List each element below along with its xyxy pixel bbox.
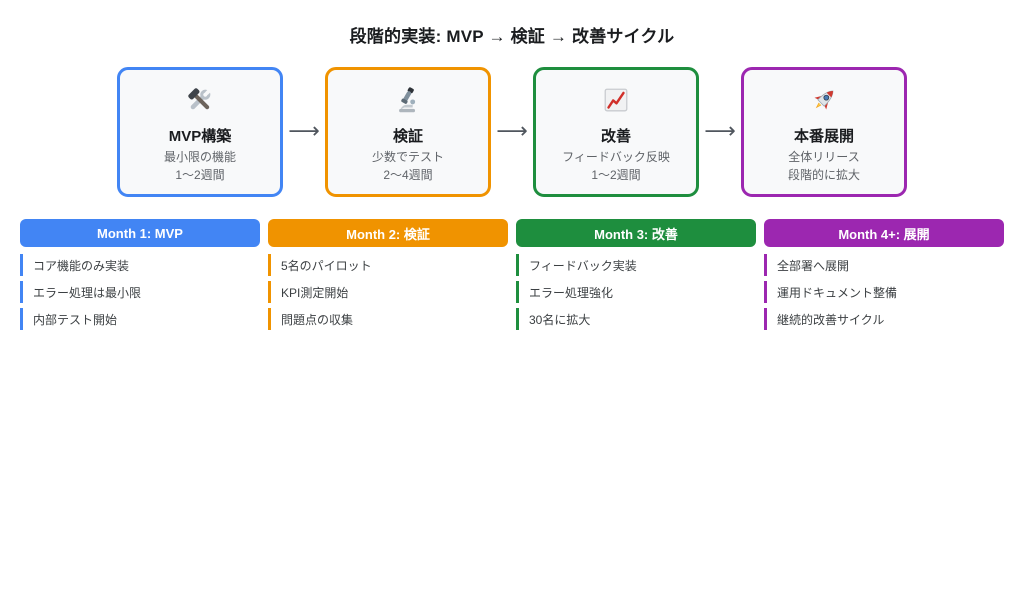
column-item-list: フィードバック実装 エラー処理強化 30名に拡大: [516, 254, 756, 330]
flow-arrow-icon: ⟶: [496, 119, 528, 144]
phase-card-mvp: MVP構築 最小限の機能 1〜2週間: [117, 67, 283, 197]
timeline-column-month3: Month 3: 改善 フィードバック実装 エラー処理強化 30名に拡大: [516, 219, 756, 335]
timeline-item: KPI測定開始: [268, 281, 508, 303]
rocket-icon: [809, 84, 839, 116]
phase-desc: 全体リリース: [788, 150, 860, 164]
phase-desc: 最小限の機能: [163, 150, 236, 164]
column-header-month4: Month 4+: 展開: [764, 219, 1004, 247]
phase-desc: 少数でテスト: [371, 150, 444, 164]
timeline-item: 全部署へ展開: [764, 254, 1004, 276]
chart-increasing-icon: [601, 84, 631, 116]
phase-card-validation: 検証 少数でテスト 2〜4週間: [325, 67, 491, 197]
column-header-month1: Month 1: MVP: [20, 219, 260, 247]
timeline-item: 内部テスト開始: [20, 308, 260, 330]
column-item-list: 5名のパイロット KPI測定開始 問題点の収集: [268, 254, 508, 330]
phase-desc: 1〜2週間: [175, 168, 225, 182]
phase-desc: フィードバック反映: [562, 150, 670, 164]
timeline-item: 5名のパイロット: [268, 254, 508, 276]
timeline-column-month4: Month 4+: 展開 全部署へ展開 運用ドキュメント整備 継続的改善サイクル: [764, 219, 1004, 335]
phase-card-launch: 本番展開 全体リリース 段階的に拡大: [741, 67, 907, 197]
timeline-item: 30名に拡大: [516, 308, 756, 330]
microscope-icon: [393, 84, 423, 116]
phase-title: MVP構築: [168, 128, 232, 145]
timeline-item: 運用ドキュメント整備: [764, 281, 1004, 303]
phase-card-improve: 改善 フィードバック反映 1〜2週間: [533, 67, 699, 197]
timeline-column-month1: Month 1: MVP コア機能のみ実装 エラー処理は最小限 内部テスト開始: [20, 219, 260, 335]
column-item-list: 全部署へ展開 運用ドキュメント整備 継続的改善サイクル: [764, 254, 1004, 330]
flow-arrow-icon: ⟶: [288, 119, 320, 144]
phase-title: 改善: [600, 128, 631, 145]
phase-title: 検証: [392, 128, 423, 145]
timeline-item: エラー処理は最小限: [20, 281, 260, 303]
column-header-month2: Month 2: 検証: [268, 219, 508, 247]
hammer-and-wrench-icon: [185, 84, 215, 116]
page-title: 段階的実装: MVP → 検証 → 改善サイクル: [349, 27, 675, 46]
timeline-item: エラー処理強化: [516, 281, 756, 303]
timeline-item: 問題点の収集: [268, 308, 508, 330]
phase-title: 本番展開: [793, 128, 854, 145]
timeline-columns: Month 1: MVP コア機能のみ実装 エラー処理は最小限 内部テスト開始 …: [20, 219, 1004, 335]
column-item-list: コア機能のみ実装 エラー処理は最小限 内部テスト開始: [20, 254, 260, 330]
phase-desc: 段階的に拡大: [787, 168, 860, 182]
timeline-item: フィードバック実装: [516, 254, 756, 276]
column-header-month3: Month 3: 改善: [516, 219, 756, 247]
phase-flow: MVP構築 最小限の機能 1〜2週間 ⟶ 検証 少数でテス: [0, 67, 1024, 197]
phase-desc: 2〜4週間: [383, 168, 433, 182]
timeline-item: コア機能のみ実装: [20, 254, 260, 276]
phase-desc: 1〜2週間: [591, 168, 641, 182]
flow-arrow-icon: ⟶: [704, 119, 736, 144]
timeline-column-month2: Month 2: 検証 5名のパイロット KPI測定開始 問題点の収集: [268, 219, 508, 335]
timeline-item: 継続的改善サイクル: [764, 308, 1004, 330]
